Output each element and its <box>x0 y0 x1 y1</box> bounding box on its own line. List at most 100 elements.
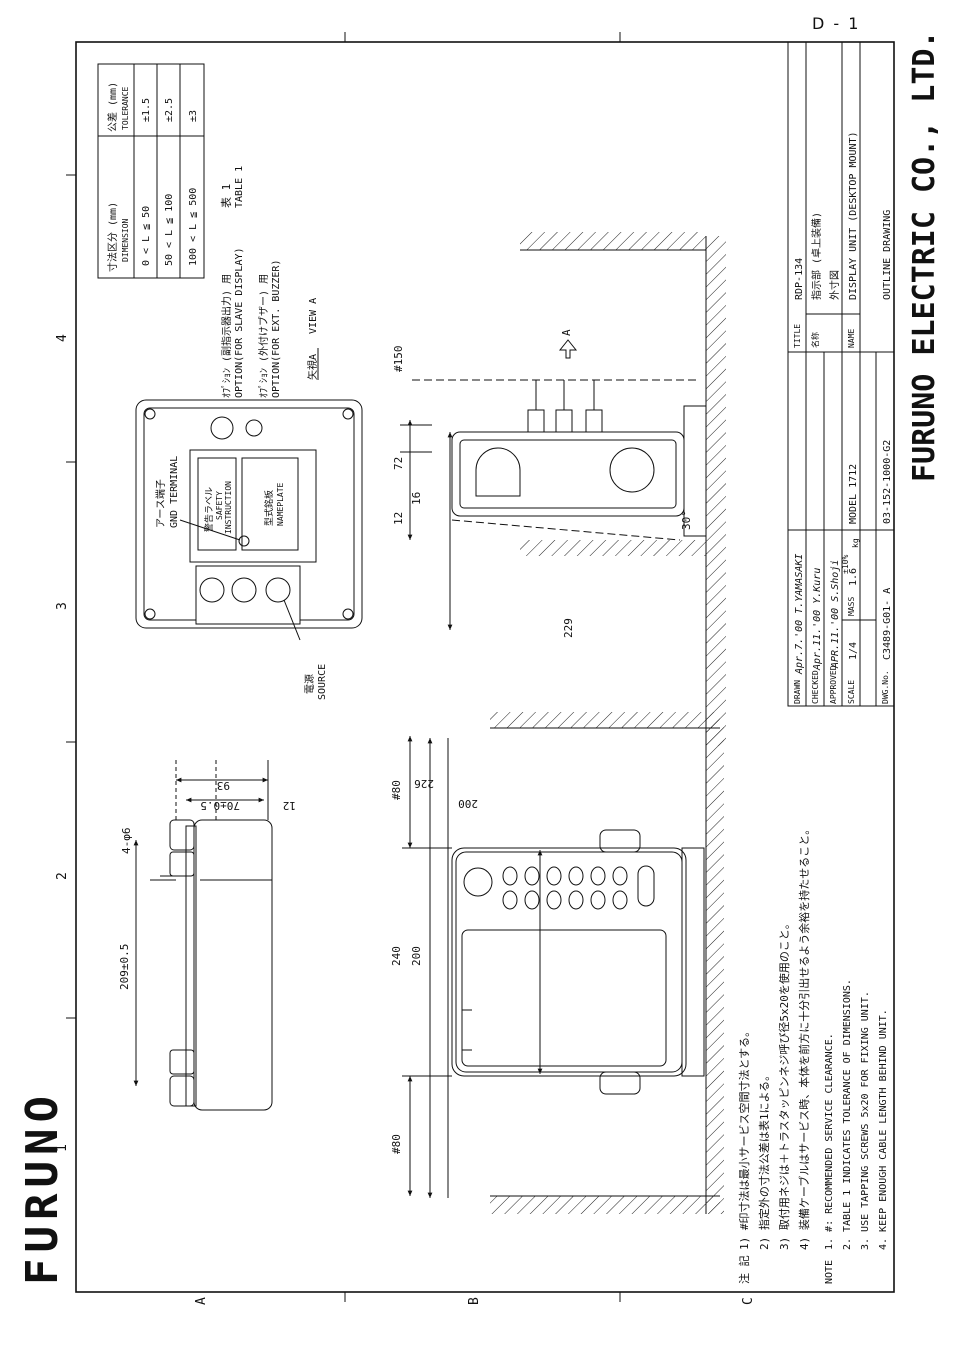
option-slave-jp: ｵﾌﾟｼｮﾝ (副指示器出力) 用 <box>220 274 233 398</box>
grid-ticks <box>66 32 621 1302</box>
grid-col-2: 2 <box>55 872 70 880</box>
notes-en-2: 2. TABLE 1 INDICATES TOLERANCE OF DIMENS… <box>842 979 853 1250</box>
notes-english: NOTE 1. #: RECOMMENDED SERVICE CLEARANCE… <box>824 979 889 1284</box>
tb-name-label: NAME <box>847 329 856 348</box>
top-view <box>133 760 273 1111</box>
company-name: FURUNO ELECTRIC CO., LTD. <box>907 30 942 482</box>
dim-4-phi6: 4-φ6 <box>120 828 133 855</box>
table-row-3-range: 100 < L ≦ 500 <box>188 188 199 266</box>
source-en: SOURCE <box>317 664 328 700</box>
tb-title-label: TITLE <box>793 324 802 348</box>
dim-229: 229 <box>562 618 575 638</box>
notes-en-4: 4. KEEP ENOUGH CABLE LENGTH BEHIND UNIT. <box>878 1009 889 1250</box>
tb-approved-label: APPROVED <box>829 665 838 704</box>
grid-row-c: C <box>741 1297 756 1305</box>
tb-model: MODEL 1712 <box>848 464 859 524</box>
tb-mass-tol: ±10% <box>841 555 850 574</box>
table-header-dim-jp: 寸法区分 (mm) <box>106 202 119 272</box>
source-jp: 電源 <box>303 674 316 694</box>
tb-scale-value: 1/4 <box>848 642 859 660</box>
dim-70: 70±0.5 <box>200 799 240 812</box>
tb-name-jp-label: 名称 <box>810 332 820 348</box>
notes-jp-4: 4) 装備ケーブルはサービス時、本体を前方に十分引出せるよう余裕を持たせること。 <box>797 824 811 1250</box>
tb-mass-value: 1.6 <box>848 568 859 586</box>
tb-dwgno-label: DWG.No. <box>881 670 890 704</box>
notes-japanese: 注 記 1) #印寸法は最小サービス空間寸法とする。 2) 指定外の寸法公差は表… <box>737 824 811 1284</box>
nameplate-jp: 型式銘板 <box>263 490 275 526</box>
tb-sig-approved: APR.11.'00 S.Shoji <box>830 560 841 669</box>
grid-col-1: 1 <box>55 1144 70 1152</box>
table-header-tol-jp: 公差 (mm) <box>106 82 119 132</box>
grid-row-b: B <box>467 1297 482 1305</box>
table-header-dim-en: DIMENSION <box>121 218 130 262</box>
dim-80-top: #80 <box>390 780 403 800</box>
safety-label-jp: 警告ラベル <box>203 487 215 532</box>
tolerance-table: 寸法区分 (mm) DIMENSION 公差 (mm) TOLERANCE 0 … <box>97 63 245 279</box>
option-slave-en: OPTION(FOR SLAVE DISPLAY) <box>234 247 245 398</box>
tb-mass-label: MASS <box>847 597 856 616</box>
dim-200-width: 200 <box>458 797 478 810</box>
safety-label-en2: INSTRUCTION <box>224 481 233 534</box>
table-row-1-tol: ±1.5 <box>141 98 152 122</box>
side-view: #150 72 16 12 30° 229 A <box>392 232 726 746</box>
tb-sig-drawn: Apr.7.'00 T.YAMASAKI <box>794 554 805 675</box>
notes-jp-3: 3) 取付用ネジは＋トラスタッピンネジ呼び径5x20を使用のこと。 <box>778 918 791 1250</box>
grid-col-3: 3 <box>55 602 70 610</box>
side-wall-hatch <box>706 236 726 746</box>
tb-mass-unit: kg <box>851 538 860 548</box>
dim-72: 72 <box>392 457 405 470</box>
tb-name-jp-2: 外寸図 <box>828 270 841 300</box>
title-block: DRAWN CHECKED APPROVED SCALE DWG.No. MAS… <box>787 41 895 707</box>
table-row-2-tol: ±2.5 <box>164 98 175 122</box>
safety-label-en1: SAFETY <box>215 491 224 520</box>
dim-240: 240 <box>390 946 403 966</box>
grid-labels: 1 2 3 4 A B C <box>55 334 756 1305</box>
view-a-arrow-label: A <box>560 329 573 336</box>
notes-jp-1: 1) #印寸法は最小サービス空間寸法とする。 <box>737 1026 751 1250</box>
notes-jp-title: 注 記 <box>737 1255 751 1284</box>
furuno-logo: FURUNO <box>17 1090 68 1285</box>
view-a-en: VIEW A <box>308 298 319 334</box>
rear-labels: アース端子 GND TERMINAL 警告ラベル SAFETY INSTRUCT… <box>154 456 328 700</box>
dim-150: #150 <box>392 346 405 373</box>
front-wall-hatch <box>706 720 724 1214</box>
table-caption-en: TABLE 1 <box>234 166 245 208</box>
notes-en-3: 3. USE TAPPING SCREWS 5x20 FOR FIXING UN… <box>860 991 871 1250</box>
table-row-1-range: 0 < L ≦ 50 <box>141 206 152 266</box>
dim-226: 226 <box>414 777 434 790</box>
side-ceiling-hatch <box>520 232 706 250</box>
view-a-arrow <box>558 339 578 359</box>
dim-12: 12 <box>392 512 405 525</box>
gnd-terminal-en: GND TERMINAL <box>169 456 180 528</box>
option-buzzer-jp: ｵﾌﾟｼｮﾝ (外付けブザー) 用 <box>257 274 270 398</box>
notes-en-title: NOTE <box>824 1260 835 1284</box>
option-labels: ｵﾌﾟｼｮﾝ (副指示器出力) 用 OPTION(FOR SLAVE DISPL… <box>220 247 319 398</box>
view-a-jp: 矢視A <box>306 354 319 380</box>
tb-name-en-2: OUTLINE DRAWING <box>882 210 893 300</box>
table-row-3-tol: ±3 <box>188 110 199 122</box>
table-header-tol-en: TOLERANCE <box>121 86 130 130</box>
table-row-2-range: 50 < L ≦ 100 <box>164 194 175 266</box>
dim-80-bottom: #80 <box>390 1134 403 1154</box>
nameplate-en: NAMEPLATE <box>276 482 285 526</box>
front-view: #80 226 200 240 200 #80 <box>390 712 724 1214</box>
dim-93: 93 <box>217 779 230 792</box>
tb-checked-label: CHECKED <box>811 670 820 704</box>
notes-en-1: 1. #: RECOMMENDED SERVICE CLEARANCE. <box>824 1033 835 1250</box>
tb-drawn-label: DRAWN <box>793 680 802 704</box>
front-top-hatch <box>490 712 720 728</box>
dim-209: 209±0.5 <box>118 944 131 990</box>
side-floor-hatch <box>520 540 706 556</box>
dim-30deg: 30° <box>680 510 693 530</box>
tb-sig-checked: Apr.11.'00 Y.Kuru <box>812 568 823 671</box>
tb-dwg-number: C3489-G01- A <box>882 588 893 660</box>
tb-name-jp-1: 指示部 (卓上装備) <box>810 212 823 300</box>
tb-name-en-1: DISPLAY UNIT (DESKTOP MOUNT) <box>848 131 859 300</box>
gnd-terminal-jp: アース端子 <box>154 479 167 528</box>
tb-title-value: RDP-134 <box>794 258 805 300</box>
notes-jp-2: 2) 指定外の寸法公差は表1による。 <box>757 1070 771 1250</box>
page-label: D - 1 <box>812 14 861 33</box>
dim-12b: 12 <box>283 799 296 812</box>
grid-col-4: 4 <box>55 334 70 342</box>
